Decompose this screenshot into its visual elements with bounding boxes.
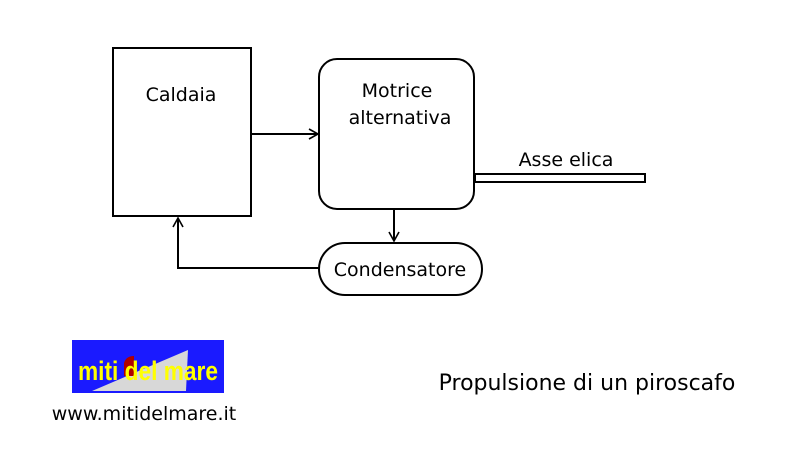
website-url: www.mitidelmare.it [52,403,236,425]
boiler-node: Caldaia [112,47,252,217]
diagram-title: Propulsione di un piroscafo [439,371,736,396]
boiler-label: Caldaia [146,84,217,106]
engine-label-line2: alternativa [349,107,452,129]
shaft-label: Asse elica [519,149,614,171]
shaft-node: Asse elica [474,149,646,183]
condenser-node: Condensatore [318,242,483,296]
svg-text:miti del mare: miti del mare [78,356,218,386]
engine-label-line1: Motrice [362,80,433,102]
condenser-label: Condensatore [334,259,466,281]
engine-node: Motrice alternativa [318,58,475,210]
edge-condenser-to-boiler [172,216,319,269]
logo: miti del mare [72,340,224,393]
